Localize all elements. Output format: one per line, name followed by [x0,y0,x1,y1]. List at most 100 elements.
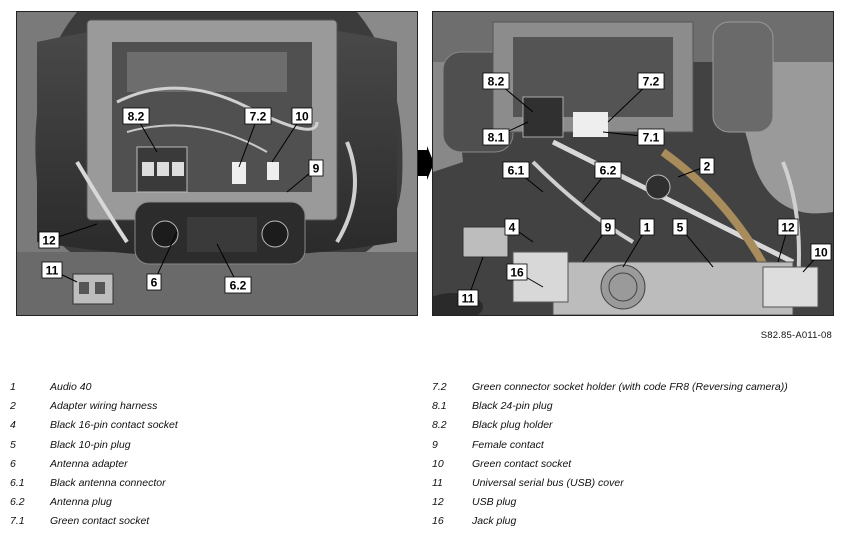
callout-box [639,218,655,236]
legend-row: 16 Jack plug [432,512,842,531]
callout-box [502,161,530,179]
callout-label: 4 [509,221,516,235]
legend-description: Black plug holder [472,419,553,432]
callout-box [224,276,252,294]
legend-key: 7.2 [432,381,447,393]
callout-label: 6.2 [600,164,617,178]
callout-label: 8.1 [488,131,505,145]
legend-key: 16 [432,515,444,528]
callout-label: 6.2 [230,279,247,293]
callout-label: 12 [781,221,795,235]
callout-box [777,218,799,236]
callout-label: 9 [313,162,320,176]
callout-label: 11 [462,292,475,306]
callout-label: 10 [814,246,828,260]
legend-row: 8.1 Black 24-pin plug [432,397,842,416]
callout-box [637,128,665,146]
legend-key: 12 [432,496,444,509]
legend-row: 6 Antenna adapter [10,455,420,474]
legend-key: 2 [10,400,16,413]
legend-key: 9 [432,438,438,451]
transition-arrow-icon [418,146,434,185]
callout-label: 7.2 [250,110,267,124]
callout-box [41,261,63,279]
callout-label: 12 [42,234,56,248]
callout-box [457,289,479,307]
photo-dashboard-before: 8.2 7.2 10 9 12 6 6.2 11 [16,11,418,316]
legend-description: Green connector socket holder (with code… [472,381,788,393]
callout-box [308,159,324,177]
callout-leader-line [238,115,259,168]
legend-description: Antenna adapter [50,457,128,470]
callout-label: 11 [46,264,59,278]
legend-row: 8.2 Black plug holder [432,416,842,435]
callout-box [244,107,272,125]
legend-key: 8.2 [432,419,447,432]
callout-box [482,128,510,146]
callout-box [672,218,688,236]
legend-key: 11 [432,476,443,489]
callout-label: 2 [704,160,711,174]
legend-key: 1 [10,381,16,393]
callout-box [637,72,665,90]
legend-row: 7.2 Green connector socket holder (with c… [432,378,842,397]
callout-label: 9 [605,221,612,235]
legend-row: 7.1 Green contact socket [10,512,420,531]
legend-description: Antenna plug [50,496,112,509]
legend-row: 11 Universal serial bus (USB) cover [432,474,842,493]
legend-description: Green contact socket [50,515,150,528]
legend-key: 8.1 [432,400,447,413]
callout-box [810,243,832,261]
legend-row: 10 Green contact socket [432,455,842,474]
callout-box [122,107,150,125]
legend-right-column: 7.2 Green connector socket holder (with c… [432,378,842,532]
legend-key: 10 [432,457,444,470]
legend-description: Black 24-pin plug [472,400,553,413]
legend-description: USB plug [472,496,517,509]
legend-row: 9 Female contact [432,436,842,455]
legend-description: Black 10-pin plug [50,438,131,451]
legend-row: 6.2 Antenna plug [10,493,420,512]
legend-key: 6.2 [10,496,25,509]
legend-row: 1 Audio 40 [10,378,420,397]
callout-label: 7.2 [643,75,660,89]
callout-box [291,107,313,125]
legend-description: Female contact [472,438,544,451]
callout-label: 16 [510,266,524,280]
callout-box [594,161,622,179]
callout-label: 6 [151,276,158,290]
legend-key: 4 [10,419,16,432]
legend-description: Green contact socket [472,457,572,470]
legend-key: 6 [10,457,16,470]
legend-row: 6.1 Black antenna connector [10,474,420,493]
callout-label: 7.1 [643,131,660,145]
figure-id: S82.85-A011-08 [760,330,832,341]
callout-box [504,218,520,236]
callout-label: 8.2 [128,110,145,124]
callout-label: 8.2 [488,75,505,89]
legend-row: 12 USB plug [432,493,842,512]
legend-row: 2 Adapter wiring harness [10,397,420,416]
legend-description: Black antenna connector [50,476,166,489]
right-callouts: 8.2 7.2 8.1 7.1 6.1 6.2 2 4 9 1 5 12 10 16 11 [457,72,832,307]
legend-description: Jack plug [472,515,517,528]
callout-box [699,157,715,175]
callout-box [506,263,528,281]
callout-label: 10 [295,110,309,124]
legend-key: 6.1 [10,476,25,489]
legend-description: Universal serial bus (USB) cover [472,476,624,489]
legend-row: 5 Black 10-pin plug [10,436,420,455]
callout-box [146,273,162,291]
legend-key: 7.1 [10,515,25,528]
photo-dashboard-after: 8.2 7.2 8.1 7.1 6.1 6.2 2 4 9 1 5 12 10 16 11 [432,11,834,316]
callout-label: 1 [644,221,651,235]
callout-box [482,72,510,90]
callout-label: 6.1 [508,164,525,178]
legend-description: Adapter wiring harness [50,400,158,413]
legend-key: 5 [10,438,16,451]
legend-description: Audio 40 [50,381,92,393]
callout-label: 5 [677,221,684,235]
left-callouts: 8.2 7.2 10 9 12 6 6.2 11 [38,107,324,294]
